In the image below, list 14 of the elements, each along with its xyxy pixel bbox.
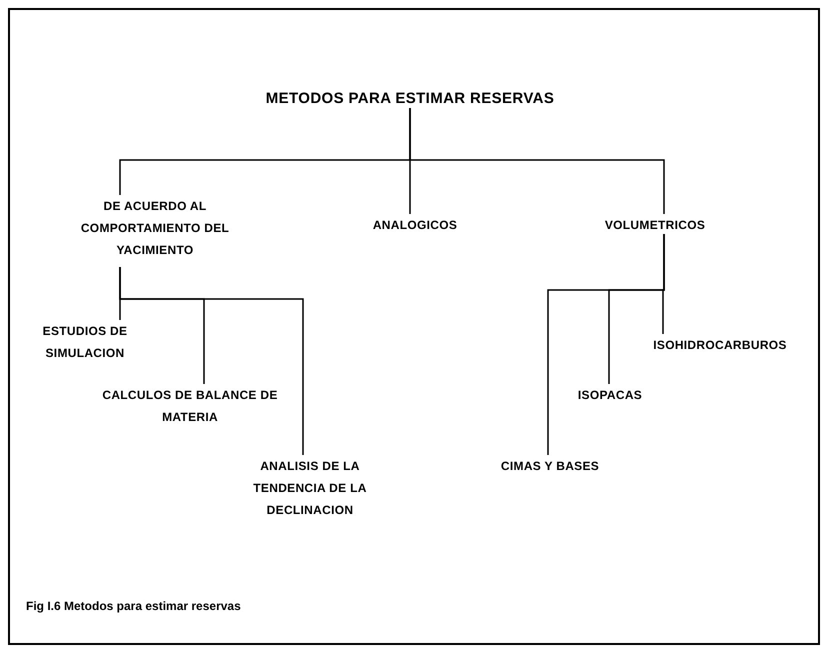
category-label: CIMAS Y BASES — [480, 455, 620, 477]
connector-line — [119, 267, 304, 455]
figure-caption: Fig I.6 Metodos para estimar reservas — [26, 598, 241, 615]
category-label: CALCULOS DE BALANCE DE MATERIA — [100, 384, 280, 428]
category-label: ISOPACAS — [560, 384, 660, 406]
category-label: METODOS PARA ESTIMAR RESERVAS — [220, 88, 600, 110]
category-label: ISOHIDROCARBUROS — [625, 334, 815, 356]
category-label: ANALISIS DE LA TENDENCIA DE LA DECLINACION — [235, 455, 385, 521]
category-label: ESTUDIOS DE SIMULACION — [25, 320, 145, 364]
category-label: DE ACUERDO AL COMPORTAMIENTO DEL YACIMIENTO — [70, 195, 240, 261]
category-label: ANALOGICOS — [355, 214, 475, 236]
connector-line — [547, 234, 665, 455]
connector-line — [409, 108, 665, 214]
category-label: VOLUMETRICOS — [590, 214, 720, 236]
